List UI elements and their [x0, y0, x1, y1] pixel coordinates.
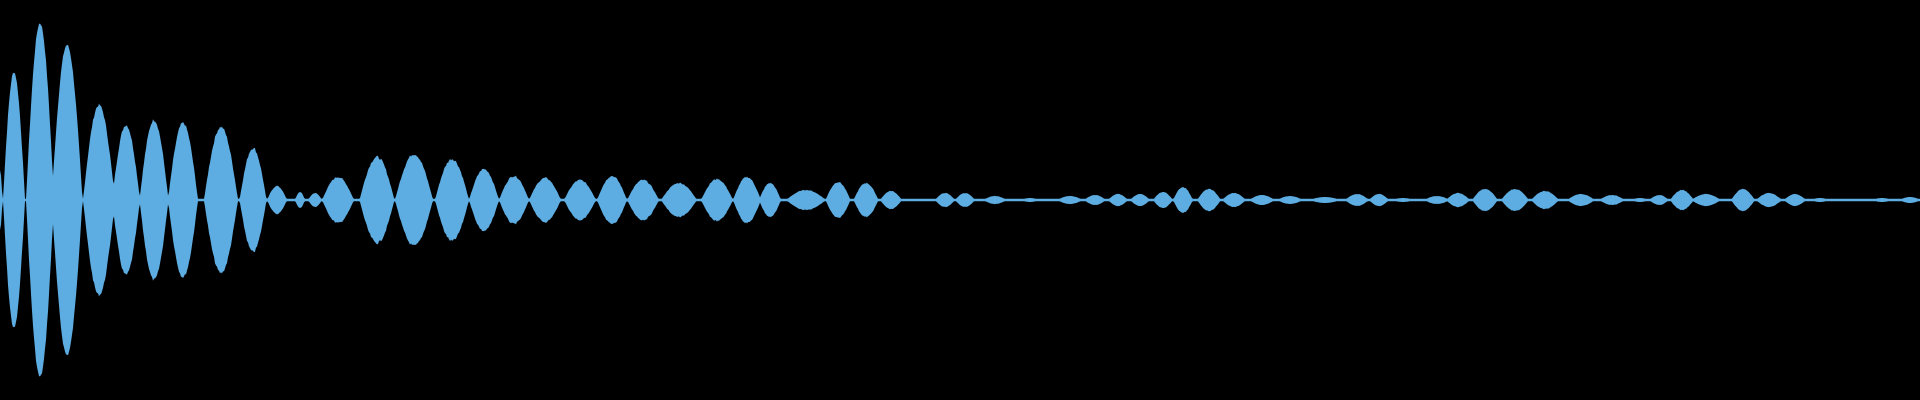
waveform-envelope	[0, 23, 1920, 377]
